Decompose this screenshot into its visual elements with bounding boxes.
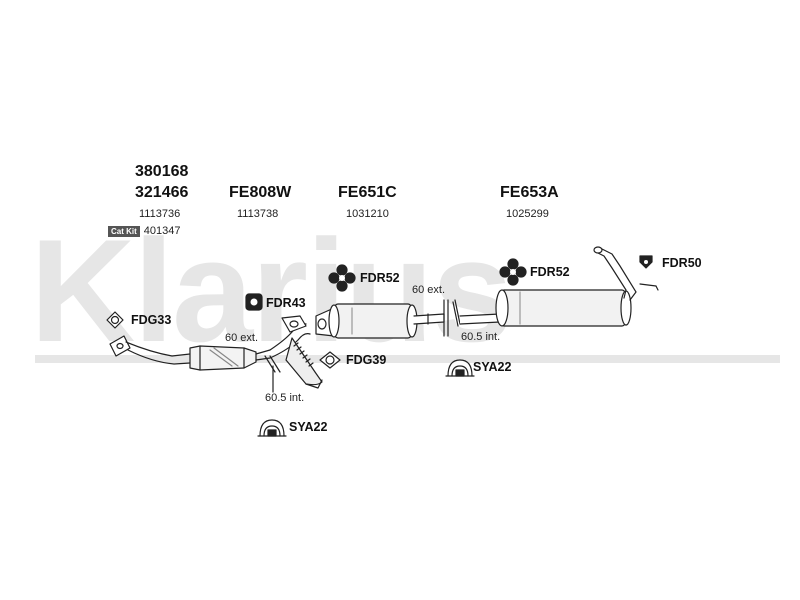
rubber-mount-icon-fdr52-rear bbox=[499, 258, 527, 286]
callout-fdr50: FDR50 bbox=[662, 256, 702, 270]
gasket-icon-fdg33 bbox=[106, 311, 124, 329]
flex-pipe bbox=[264, 315, 323, 393]
gasket-icon-fdg39 bbox=[319, 351, 341, 369]
part-ref-1: 1113736 bbox=[139, 208, 181, 220]
middle-silencer bbox=[315, 299, 461, 339]
watermark-bar bbox=[35, 355, 780, 363]
clamp-icon-sya22-front bbox=[257, 419, 287, 437]
dimension-front-ext: 60 ext. bbox=[225, 332, 259, 344]
part-ref-4: 1025299 bbox=[506, 208, 549, 220]
callout-fdr43: FDR43 bbox=[266, 296, 306, 310]
catkit-ref: 401347 bbox=[143, 225, 181, 237]
catkit-badge: Cat Kit bbox=[108, 225, 140, 237]
part-number-1b: 321466 bbox=[135, 184, 189, 201]
dimension-front-int: 60.5 int. bbox=[265, 392, 305, 404]
part-ref-2: 1113738 bbox=[237, 208, 279, 220]
part-number-1a: 380168 bbox=[135, 163, 189, 180]
callout-fdg33: FDG33 bbox=[131, 313, 172, 327]
front-pipe-catalyst bbox=[109, 335, 271, 371]
rubber-mount-icon-fdr43 bbox=[245, 293, 263, 311]
callout-fdr52-mid: FDR52 bbox=[360, 271, 400, 285]
part-number-3: FE651C bbox=[338, 184, 397, 201]
rear-silencer bbox=[459, 246, 659, 327]
dimension-rear-int: 60.5 int. bbox=[461, 331, 501, 343]
rubber-mount-icon-fdr52-mid bbox=[328, 264, 356, 292]
hanger-icon-fdr50 bbox=[639, 255, 653, 269]
watermark-logo: Klarius bbox=[30, 209, 513, 372]
part-ref-3: 1031210 bbox=[346, 208, 389, 220]
part-number-2: FE808W bbox=[229, 184, 292, 201]
callout-fdr52-rear: FDR52 bbox=[530, 265, 570, 279]
callout-sya22-front: SYA22 bbox=[289, 420, 328, 434]
clamp-icon-sya22-rear bbox=[445, 359, 475, 377]
callout-fdg39: FDG39 bbox=[346, 353, 387, 367]
callout-sya22-rear: SYA22 bbox=[473, 360, 512, 374]
part-number-4: FE653A bbox=[500, 184, 559, 201]
dimension-rear-ext: 60 ext. bbox=[412, 284, 446, 296]
